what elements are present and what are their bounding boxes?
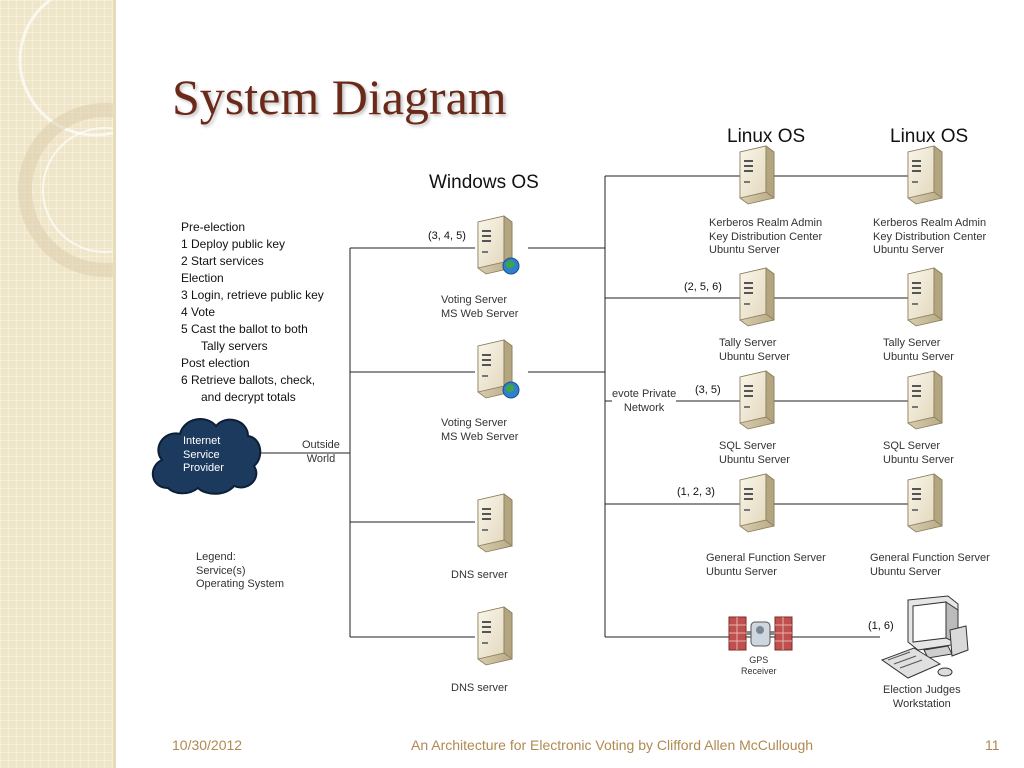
server-label: DNS server — [451, 569, 508, 581]
server-tower-icon — [907, 473, 943, 533]
server-label-line: Ubuntu Server — [709, 244, 780, 256]
step-item: Election — [181, 271, 224, 285]
server-tower-icon — [907, 267, 943, 327]
step-item: 1 Deploy public key — [181, 237, 286, 251]
server-label: Tally Server Ubuntu Server — [883, 337, 954, 364]
services-tag: (3, 4, 5) — [428, 230, 466, 242]
step-item: Pre-election — [181, 220, 246, 234]
private-network-line: Network — [623, 401, 665, 414]
satellite-icon — [728, 616, 793, 651]
server-label-line: Ubuntu Server — [719, 350, 790, 363]
step-item: Tally servers — [201, 339, 268, 353]
legend-item: Operating System — [196, 578, 285, 590]
step-item: 5 Cast the ballot to both — [181, 322, 308, 336]
footer-date: 10/30/2012 — [172, 737, 243, 753]
footer-text: An Architecture for Electronic Voting by… — [411, 737, 814, 753]
step-item: Post election — [181, 356, 250, 370]
gps-label: GPS Receiver — [741, 655, 777, 677]
server-label-line: Ubuntu Server — [719, 453, 790, 466]
outside-world-line: Outside — [302, 439, 340, 451]
server-label-line: Voting Server — [441, 294, 508, 306]
server-tower-icon — [477, 606, 513, 666]
legend-item: Service(s) — [196, 564, 246, 577]
server-tower-icon — [739, 267, 775, 327]
outside-world-label: Outside World — [302, 439, 340, 466]
server-label-line: Voting Server — [441, 417, 508, 429]
step-item: and decrypt totals — [201, 390, 296, 404]
server-label-line: Kerberos Realm Admin — [873, 217, 987, 229]
computer-workstation-icon — [880, 595, 969, 679]
windows-os-label: Windows OS — [429, 172, 539, 193]
legend: Legend: Service(s) Operating System — [196, 551, 284, 592]
server-label-line: Ubuntu Server — [873, 244, 944, 256]
server-label-line: Key Distribution Center — [709, 230, 823, 243]
server-tower-icon — [477, 493, 513, 553]
server-label-line: Ubuntu Server — [870, 565, 941, 578]
server-label-line: Ubuntu Server — [883, 350, 954, 363]
server-label-line: Key Distribution Center — [873, 230, 987, 243]
server-label-line: Ubuntu Server — [706, 565, 777, 578]
step-item: 6 Retrieve ballots, check, — [181, 373, 316, 387]
server-label-line: General Function Server — [706, 552, 826, 564]
server-tower-icon — [907, 145, 943, 205]
step-item: 3 Login, retrieve public key — [181, 288, 324, 302]
decorative-side-panel — [0, 0, 113, 768]
page-number: 11 — [985, 737, 1000, 753]
server-label: Voting Server MS Web Server — [441, 417, 518, 444]
server-label: Kerberos Realm Admin Key Distribution Ce… — [709, 217, 822, 258]
workstation-label-line: Election Judges — [883, 684, 961, 696]
server-tower-icon — [739, 473, 775, 533]
legend-title: Legend: — [196, 551, 236, 563]
cloud-label-line: Provider — [183, 462, 224, 474]
server-tower-icon — [907, 370, 943, 430]
gps-label-line: Receiver — [741, 666, 777, 676]
server-label-line: SQL Server — [883, 440, 941, 452]
left-network-bus — [257, 247, 605, 638]
private-network-label: evote Private Network — [612, 388, 677, 415]
decorative-circles — [18, 0, 113, 277]
steps-list: Pre-election 1 Deploy public key 2 Start… — [181, 219, 324, 406]
services-tag: (2, 5, 6) — [684, 281, 722, 293]
workstation-label: Election Judges Workstation — [883, 684, 961, 711]
gps-label-line: GPS — [749, 655, 769, 665]
server-label-line: Tally Server — [883, 337, 941, 349]
server-label: General Function Server Ubuntu Server — [706, 552, 826, 579]
cloud-icon — [152, 418, 262, 495]
server-label-line: MS Web Server — [441, 307, 519, 320]
services-tag: (1, 6) — [868, 620, 894, 632]
server-label: Voting Server MS Web Server — [441, 294, 518, 321]
server-label: General Function Server Ubuntu Server — [870, 552, 990, 579]
server-label: SQL Server Ubuntu Server — [719, 440, 790, 467]
server-label-line: Tally Server — [719, 337, 777, 349]
cloud-label-line: Service — [183, 448, 220, 461]
outside-world-line: World — [306, 452, 336, 465]
services-tag: (3, 5) — [695, 384, 721, 396]
slide-title: System Diagram — [172, 69, 507, 125]
side-panel-edge — [113, 0, 116, 768]
server-label: SQL Server Ubuntu Server — [883, 440, 954, 467]
linux-os-label: Linux OS — [727, 126, 806, 147]
server-label-line: SQL Server — [719, 440, 777, 452]
workstation-label-line: Workstation — [892, 697, 951, 710]
services-tag: (1, 2, 3) — [677, 486, 715, 498]
server-label-line: General Function Server — [870, 552, 990, 564]
server-label-line: MS Web Server — [441, 430, 519, 443]
step-item: 4 Vote — [181, 305, 216, 319]
server-label: DNS server — [451, 682, 508, 694]
private-network-line: evote Private — [612, 388, 677, 400]
server-tower-icon — [739, 145, 775, 205]
server-label-line: Kerberos Realm Admin — [709, 217, 823, 229]
cloud-label: Internet Service Provider — [183, 435, 224, 476]
linux-os-label: Linux OS — [890, 126, 969, 147]
globe-icon — [502, 381, 520, 399]
cloud-label-line: Internet — [183, 435, 221, 447]
server-tower-icon — [739, 370, 775, 430]
step-item: 2 Start services — [181, 254, 264, 268]
server-label: Kerberos Realm Admin Key Distribution Ce… — [873, 217, 986, 258]
server-label-line: Ubuntu Server — [883, 453, 954, 466]
globe-icon — [502, 257, 520, 275]
server-label: Tally Server Ubuntu Server — [719, 337, 790, 364]
